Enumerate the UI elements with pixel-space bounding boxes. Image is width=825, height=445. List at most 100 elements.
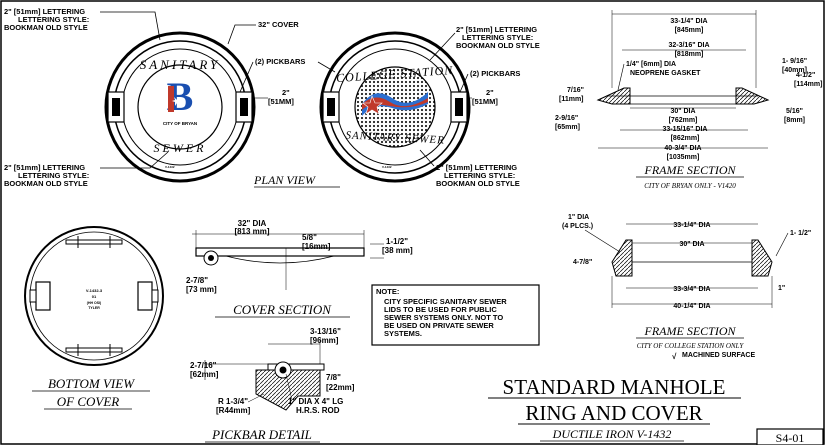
bryan-top-lettering: SANITARY bbox=[140, 57, 221, 72]
bryan-d-1035: [1035mm] bbox=[667, 154, 700, 161]
stamp-4: TYLER bbox=[88, 306, 100, 310]
pickbar-detail: 3-13/16" [96mm] 2-7/16" [62mm] 7/8" [22m… bbox=[190, 327, 355, 443]
pickbars-label-left: (2) PICKBARS bbox=[255, 57, 305, 66]
stamp-1: V-1432-3 bbox=[86, 288, 103, 293]
plan-view-labels: 2" [51mm] LETTERING LETTERING STYLE: BOO… bbox=[4, 7, 540, 188]
bryan-d-40-34: 40-3/4" DIA bbox=[664, 145, 701, 152]
bryan-d-8: [8mm] bbox=[784, 117, 805, 124]
bryan-d-30: 30" DIA bbox=[670, 108, 695, 115]
college-station-logo bbox=[362, 92, 428, 116]
bottom-view-cover: V-1432-3 01 (HH OSI) TYLER BOTTOM VIEW O… bbox=[24, 226, 164, 410]
bryan-d-114: [114mm] bbox=[794, 81, 822, 88]
pickbar-detail-title: PICKBAR DETAIL bbox=[211, 427, 312, 442]
bryan-d-7-16: 7/16" bbox=[567, 87, 584, 94]
frame-section-bryan-title: FRAME SECTION bbox=[644, 163, 737, 177]
bryan-d-818: [818mm] bbox=[675, 51, 704, 58]
pickbar-rod-2: H.R.S. ROD bbox=[296, 406, 340, 415]
sheet-number: S4-01 bbox=[776, 431, 805, 445]
note-box: NOTE: CITY SPECIFIC SANITARY SEWER LIDS … bbox=[371, 284, 540, 346]
bottom-view-title-2: OF COVER bbox=[57, 394, 120, 409]
title-line-1: STANDARD MANHOLE bbox=[503, 375, 726, 399]
lettering-note-top-right: 2" [51mm] LETTERING LETTERING STYLE: BOO… bbox=[456, 25, 540, 50]
note-heading: NOTE: bbox=[376, 287, 399, 296]
bryan-d-5-16: 5/16" bbox=[786, 108, 803, 115]
pickbar-d-22: [22mm] bbox=[326, 383, 355, 392]
frame-section-bryan-subtitle: CITY OF BRYAN ONLY - V1420 bbox=[644, 182, 736, 190]
bryan-d-1-916: 1- 9/16" bbox=[782, 58, 807, 65]
bryan-d-862: [862mm] bbox=[671, 135, 700, 142]
bryan-city-label: CITY OF BRYAN bbox=[163, 121, 197, 126]
bryan-gasket-1: 1/4" [6mm] DIA bbox=[626, 61, 676, 68]
frame-section-bryan: 33-1/4" DIA [845mm] 32-3/16" DIA [818mm]… bbox=[555, 10, 822, 190]
title-line-2: RING AND COVER bbox=[525, 401, 702, 425]
svg-text:V-1432: V-1432 bbox=[165, 165, 175, 169]
title-block: STANDARD MANHOLE RING AND COVER DUCTILE … bbox=[488, 375, 824, 445]
cover-d-813: [813 mm] bbox=[234, 227, 269, 236]
pickbar-rod-1: 1" DIA X 4" LG bbox=[288, 397, 343, 406]
lettering-note-top-left: 2" [51mm] LETTERING LETTERING STYLE: BOO… bbox=[4, 7, 91, 32]
cover-d-5-8: 5/8" bbox=[302, 233, 317, 242]
bryan-d-2-916: 2-9/16" bbox=[555, 115, 578, 122]
pickbar-d-3-1316: 3-13/16" bbox=[310, 327, 341, 336]
bryan-d-4-12: 4-1/2" bbox=[796, 72, 815, 79]
cs-d-1b: 1" bbox=[778, 285, 785, 292]
pickbar-d-62: [62mm] bbox=[190, 370, 219, 379]
cs-d-1: 1" DIA bbox=[568, 214, 589, 221]
dim-2in-b: 2" bbox=[486, 88, 494, 97]
bryan-d-11: [11mm] bbox=[559, 96, 584, 103]
frame-section-cs: 1" DIA (4 PLCS.) 33-1/4" DIA 30" DIA 1- … bbox=[562, 214, 811, 361]
bottom-view-title-1: BOTTOM VIEW bbox=[48, 376, 135, 391]
stamp-2: 01 bbox=[92, 294, 97, 299]
cs-d-1-12: 1- 1/2" bbox=[790, 230, 811, 237]
stamp-3: (HH OSI) bbox=[87, 301, 101, 305]
pickbar-d-2-716: 2-7/16" bbox=[190, 361, 217, 370]
dim-2in-a: 2" bbox=[282, 88, 290, 97]
bryan-d-40: [40mm] bbox=[782, 67, 807, 74]
cover-32-label: 32" COVER bbox=[258, 20, 299, 29]
machined-surface-symbol-icon: √ bbox=[672, 352, 677, 361]
lettering-note-bottom-right: 2" [51mm] LETTERING LETTERING STYLE: BOO… bbox=[436, 163, 520, 188]
cs-plcs: (4 PLCS.) bbox=[562, 223, 593, 230]
note-body: CITY SPECIFIC SANITARY SEWER LIDS TO BE … bbox=[384, 297, 509, 338]
bryan-d-65: [65mm] bbox=[555, 124, 580, 131]
cover-d-1-12: 1-1/2" bbox=[386, 237, 408, 246]
frame-section-cs-title: FRAME SECTION bbox=[644, 324, 737, 338]
dim-51mm-b: [51MM] bbox=[472, 97, 498, 106]
pickbar-r-1: R 1-3/4" bbox=[218, 397, 248, 406]
cs-d-4-78: 4-7/8" bbox=[573, 259, 592, 266]
lettering-note-bottom-left: 2" [51mm] LETTERING LETTERING STYLE: BOO… bbox=[4, 163, 91, 188]
cs-machined: MACHINED SURFACE bbox=[682, 352, 755, 359]
cover-d-38: [38 mm] bbox=[382, 246, 413, 255]
cover-d-16: [16mm] bbox=[302, 242, 331, 251]
cs-d-33-34: 33-3/4" DIA bbox=[673, 286, 710, 293]
pickbar-d-96: [96mm] bbox=[310, 336, 339, 345]
cover-d-2-78: 2-7/8" bbox=[186, 276, 208, 285]
bryan-bottom-lettering: SEWER bbox=[154, 141, 207, 155]
cover-d-73: [73 mm] bbox=[186, 285, 217, 294]
cover-section-title: COVER SECTION bbox=[233, 302, 332, 317]
frame-section-cs-subtitle: CITY OF COLLEGE STATION ONLY bbox=[637, 342, 745, 350]
cs-bottom-lettering: SANITARY SEWER bbox=[345, 129, 445, 146]
bryan-d-845: [845mm] bbox=[675, 27, 704, 34]
bryan-d-32-316: 32-3/16" DIA bbox=[668, 42, 709, 49]
pickbar-r-2: [R44mm] bbox=[216, 406, 251, 415]
bryan-d-33-14: 33-1/4" DIA bbox=[670, 18, 707, 25]
cs-d-40-14: 40-1/4" DIA bbox=[673, 303, 710, 310]
cover-section: 32" DIA [813 mm] 5/8" [16mm] 1-1/2" [38 … bbox=[186, 219, 413, 318]
bryan-d-762: [762mm] bbox=[669, 117, 698, 124]
title-line-3: DUCTILE IRON V-1432 bbox=[552, 427, 672, 441]
svg-text:V-1432: V-1432 bbox=[382, 165, 392, 169]
cs-d-33-14: 33-1/4" DIA bbox=[673, 222, 710, 229]
college-station-cover: COLLEGE STATION SANITARY SEWER V-1432 bbox=[319, 31, 471, 183]
sheet-number-box bbox=[756, 428, 824, 445]
pickbars-label-right: (2) PICKBARS bbox=[470, 69, 520, 78]
dim-51mm-a: [51MM] bbox=[268, 97, 294, 106]
cover-d-32: 32" DIA bbox=[238, 219, 267, 228]
cs-d-30: 30" DIA bbox=[679, 241, 704, 248]
plan-view-title: PLAN VIEW bbox=[253, 173, 316, 187]
bryan-gasket-2: NEOPRENE GASKET bbox=[630, 70, 701, 77]
bryan-d-33-1516: 33-15/16" DIA bbox=[663, 126, 708, 133]
city-of-bryan-logo: B bbox=[167, 74, 194, 119]
